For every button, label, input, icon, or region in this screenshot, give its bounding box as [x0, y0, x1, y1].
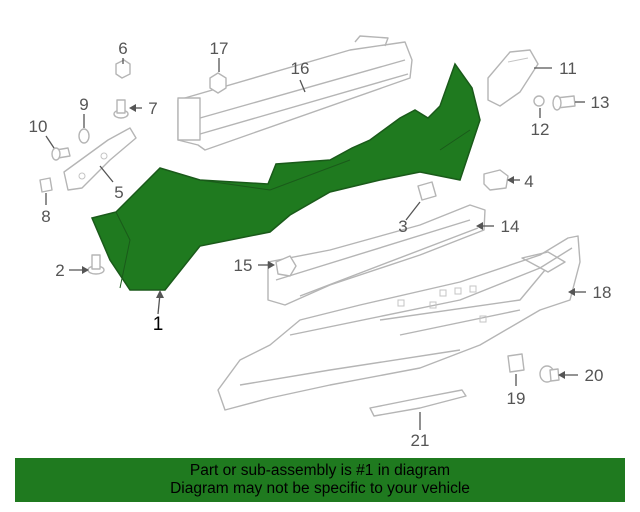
callout-7[interactable]: 7 [148, 99, 157, 118]
part-20-bolt[interactable] [539, 365, 560, 383]
callout-1[interactable]: 1 [153, 314, 164, 335]
callout-6[interactable]: 6 [118, 39, 127, 58]
callout-5[interactable]: 5 [114, 183, 123, 202]
part-21-trim[interactable] [369, 389, 467, 417]
part-2-screw[interactable] [87, 254, 105, 275]
part-3-clip[interactable] [417, 181, 437, 201]
part-11-bracket[interactable] [487, 49, 539, 107]
callout-labels: 1 2 3 4 5 6 7 8 9 10 11 12 13 14 15 16 1… [29, 39, 612, 450]
callout-3[interactable]: 3 [398, 217, 407, 236]
callout-12[interactable]: 12 [531, 120, 550, 139]
callout-19[interactable]: 19 [507, 389, 526, 408]
callout-10[interactable]: 10 [29, 117, 48, 136]
parts-diagram: 1 2 3 4 5 6 7 8 9 10 11 12 13 14 15 16 1… [29, 35, 612, 450]
part-15-clip[interactable] [275, 255, 297, 277]
callout-11[interactable]: 11 [559, 59, 577, 78]
part-9-washer[interactable] [78, 128, 90, 144]
callout-9[interactable]: 9 [79, 95, 88, 114]
part-17-nut[interactable] [209, 72, 227, 94]
callout-15[interactable]: 15 [234, 256, 253, 275]
part-13-bolt[interactable] [552, 95, 576, 111]
callout-18[interactable]: 18 [593, 283, 612, 302]
leader-lines [45, 58, 586, 430]
callout-17[interactable]: 17 [210, 39, 229, 58]
part-12-washer[interactable] [533, 95, 545, 107]
callout-14[interactable]: 14 [501, 217, 520, 236]
part-8-clip[interactable] [39, 177, 53, 193]
callout-13[interactable]: 13 [591, 93, 610, 112]
part-10-bolt[interactable] [51, 147, 71, 161]
callout-4[interactable]: 4 [524, 172, 533, 191]
part-4-plug[interactable] [483, 169, 509, 191]
banner-line-2: Diagram may not be specific to your vehi… [170, 480, 470, 497]
banner-line-1: Part or sub-assembly is #1 in diagram [189, 462, 451, 479]
callout-20[interactable]: 20 [585, 366, 604, 385]
callout-2[interactable]: 2 [55, 261, 64, 280]
part-16-reinforcement[interactable] [177, 35, 413, 151]
callout-21[interactable]: 21 [411, 431, 430, 450]
callout-8[interactable]: 8 [41, 207, 50, 226]
part-18-lower-fascia[interactable] [217, 235, 581, 411]
part-7-screw[interactable] [113, 99, 129, 119]
part-6-clip[interactable] [115, 59, 131, 79]
callout-16[interactable]: 16 [291, 59, 310, 78]
part-5-bracket[interactable] [63, 127, 137, 191]
part-1-upper-fascia[interactable] [90, 62, 481, 291]
part-14-absorber[interactable] [267, 204, 486, 306]
diagram-notice-banner: Part or sub-assembly is #1 in diagram Di… [15, 458, 625, 502]
part-19-clip[interactable] [507, 353, 525, 373]
